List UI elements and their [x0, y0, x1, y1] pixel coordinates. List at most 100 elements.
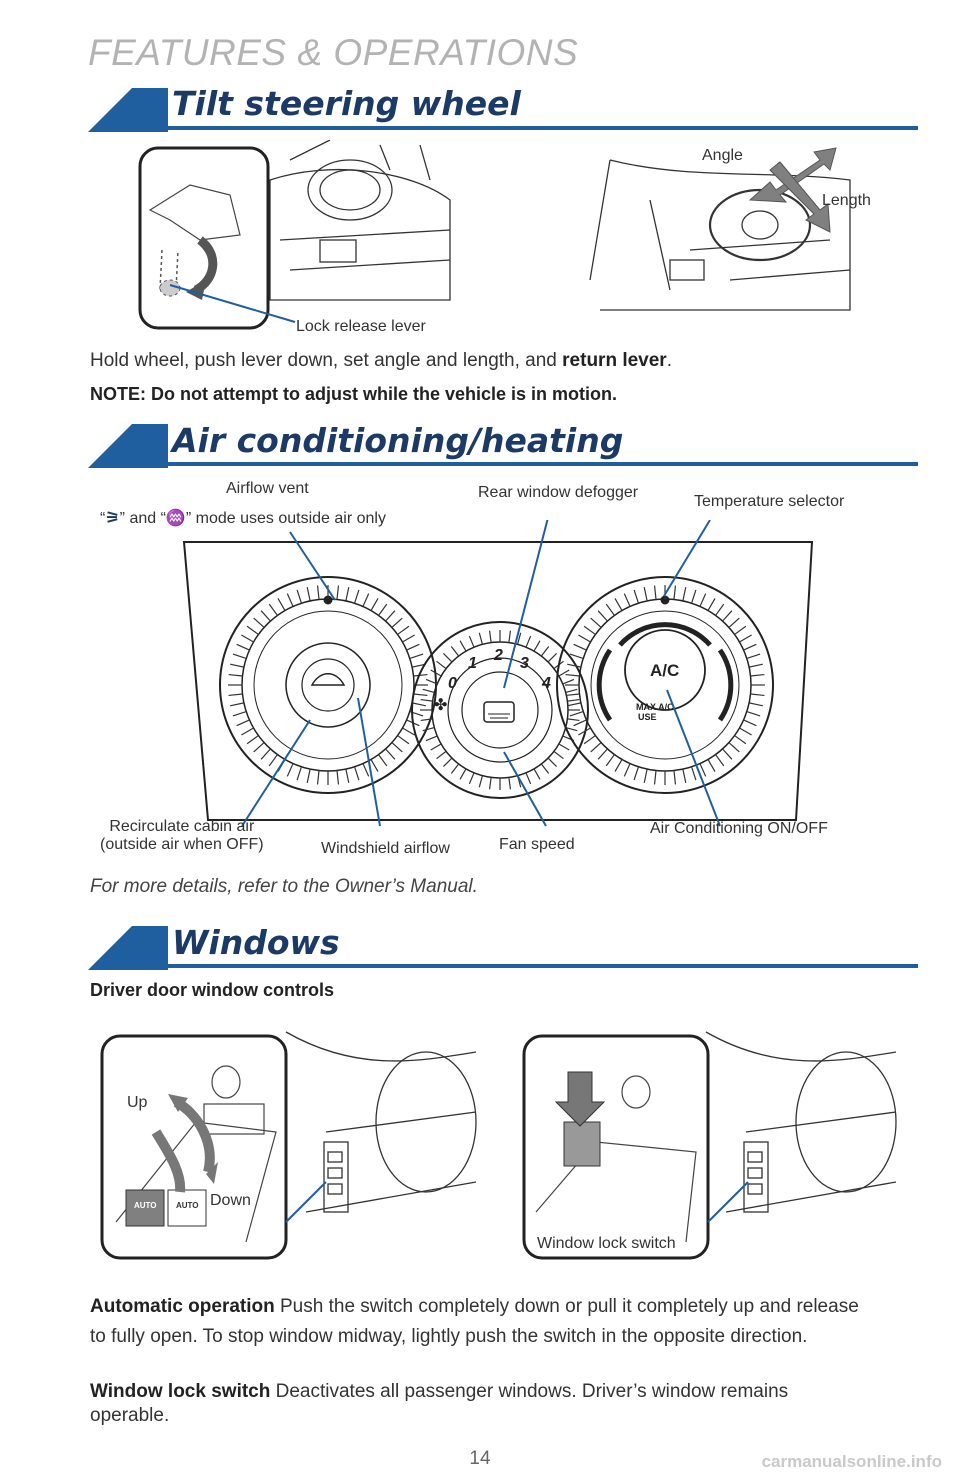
dial-tick: [590, 742, 602, 753]
dial-tick: [430, 743, 442, 751]
dial-tick: [728, 617, 740, 628]
dial-tick: [488, 630, 492, 643]
dial-tick: [336, 585, 340, 600]
dial-tick: [565, 693, 580, 697]
dial-tick: [268, 603, 278, 616]
press-arrow: [554, 1071, 606, 1127]
dial-tick: [450, 763, 460, 774]
dashboard-left-drawing: [269, 140, 451, 301]
dial-tick: [623, 763, 631, 777]
dial-tick: [316, 585, 320, 600]
windows-subhead: Driver door window controls: [90, 980, 335, 1000]
dial-tick: [750, 693, 765, 697]
tilt-note: NOTE: Do not attempt to adjust while the…: [90, 384, 618, 404]
dial-tick: [362, 593, 370, 607]
dial-tick: [565, 688, 578, 693]
defrost-icon: ♒: [165, 510, 186, 527]
dial-tick: [673, 585, 677, 600]
dial-tick: [246, 625, 259, 635]
dial-tick: [430, 669, 442, 677]
callout-length: Length: [822, 192, 871, 209]
dial-tick: [691, 766, 697, 781]
dial-tick: [459, 640, 467, 652]
mode-post: ” mode uses outside air only: [185, 510, 386, 527]
dial-tick: [573, 643, 587, 651]
dial-tick: [443, 757, 453, 767]
dial-tick: [406, 643, 420, 651]
dial-tick: [397, 625, 410, 635]
dial-tick: [547, 653, 557, 663]
dial-tick: [583, 735, 596, 745]
dial-tick: [623, 593, 631, 607]
temperature-dial: [556, 576, 774, 794]
dial-tick: [296, 589, 302, 604]
dial-tick: [508, 777, 512, 790]
callout-down: Down: [210, 1192, 251, 1209]
dial-tick: [443, 653, 453, 663]
dial-tick: [525, 772, 532, 785]
section-title-tilt: Tilt steering wheel: [172, 84, 521, 123]
dial-tick: [362, 763, 370, 777]
callout-windshield: Windshield airflow: [321, 840, 450, 857]
callout-fan-speed: Fan speed: [499, 836, 575, 853]
door-left-drawing: [285, 1031, 477, 1213]
dial-tick: [614, 759, 623, 772]
mode-dial: [219, 576, 437, 794]
dial-tick: [413, 673, 428, 677]
dial-tick: [722, 610, 733, 622]
dial-tick: [553, 750, 564, 760]
dial-tick: [385, 748, 396, 760]
dial-tick: [385, 610, 396, 622]
dial-tick: [413, 693, 428, 697]
dial-tick: [569, 711, 584, 717]
dial-tick: [468, 635, 475, 648]
dial-tick: [402, 634, 415, 643]
dial-tick: [411, 702, 426, 707]
dial-tick: [590, 617, 602, 628]
tilt-instruction: Hold wheel, push lever down, set angle a…: [90, 346, 870, 376]
dial-tick: [354, 766, 360, 781]
ac-button-label: A/C: [650, 661, 679, 680]
auto-switch-2: [167, 1189, 207, 1227]
temperature-dial-ticks: [565, 585, 765, 785]
dial-tick: [691, 589, 697, 604]
dial-tick: [478, 775, 483, 788]
dial-tick: [422, 727, 435, 732]
recirculate-line2: (outside air when OFF): [100, 836, 264, 853]
dial-tick: [715, 603, 725, 616]
dial-tick: [260, 610, 271, 622]
dial-tick: [286, 593, 294, 607]
tilt-instruction-text: Hold wheel, push lever down, set angle a…: [90, 350, 563, 371]
dial-tick: [397, 735, 410, 745]
callout-rear-defogger: Rear window defogger: [478, 484, 639, 501]
dial-tick: [558, 669, 570, 677]
callout-window-lock: Window lock switch: [537, 1235, 676, 1252]
dial-tick: [436, 660, 447, 670]
dial-tick: [533, 640, 541, 652]
dial-tick: [345, 768, 350, 783]
dial-tick: [525, 635, 532, 648]
callout-angle: Angle: [702, 147, 743, 164]
dial-tick: [673, 770, 677, 785]
dial-tick: [468, 772, 475, 785]
window-lock-text: Window lock switch Deactivates all passe…: [90, 1380, 870, 1428]
dial-tick: [391, 617, 403, 628]
dial-tick: [241, 634, 254, 643]
dial-tick: [232, 653, 247, 659]
dial-tick: [722, 748, 733, 760]
section-title-windows: Windows: [172, 923, 340, 962]
callout-airflow-vent: Airflow vent: [226, 480, 309, 497]
defrost-floor-icon: ⚞: [105, 510, 120, 527]
dial-tick: [478, 632, 483, 645]
dial-tick: [707, 759, 716, 772]
dial-tick: [402, 727, 415, 736]
dial-tick: [370, 759, 379, 772]
dial-tick: [253, 617, 265, 628]
max-ac-label: MAX A/C: [636, 702, 674, 712]
fan-num-4: 4: [541, 675, 551, 692]
dial-tick: [633, 589, 639, 604]
dial-tick: [228, 673, 243, 677]
dial-tick: [569, 653, 584, 659]
dial-tick: [743, 719, 757, 727]
dial-tick: [653, 585, 657, 600]
